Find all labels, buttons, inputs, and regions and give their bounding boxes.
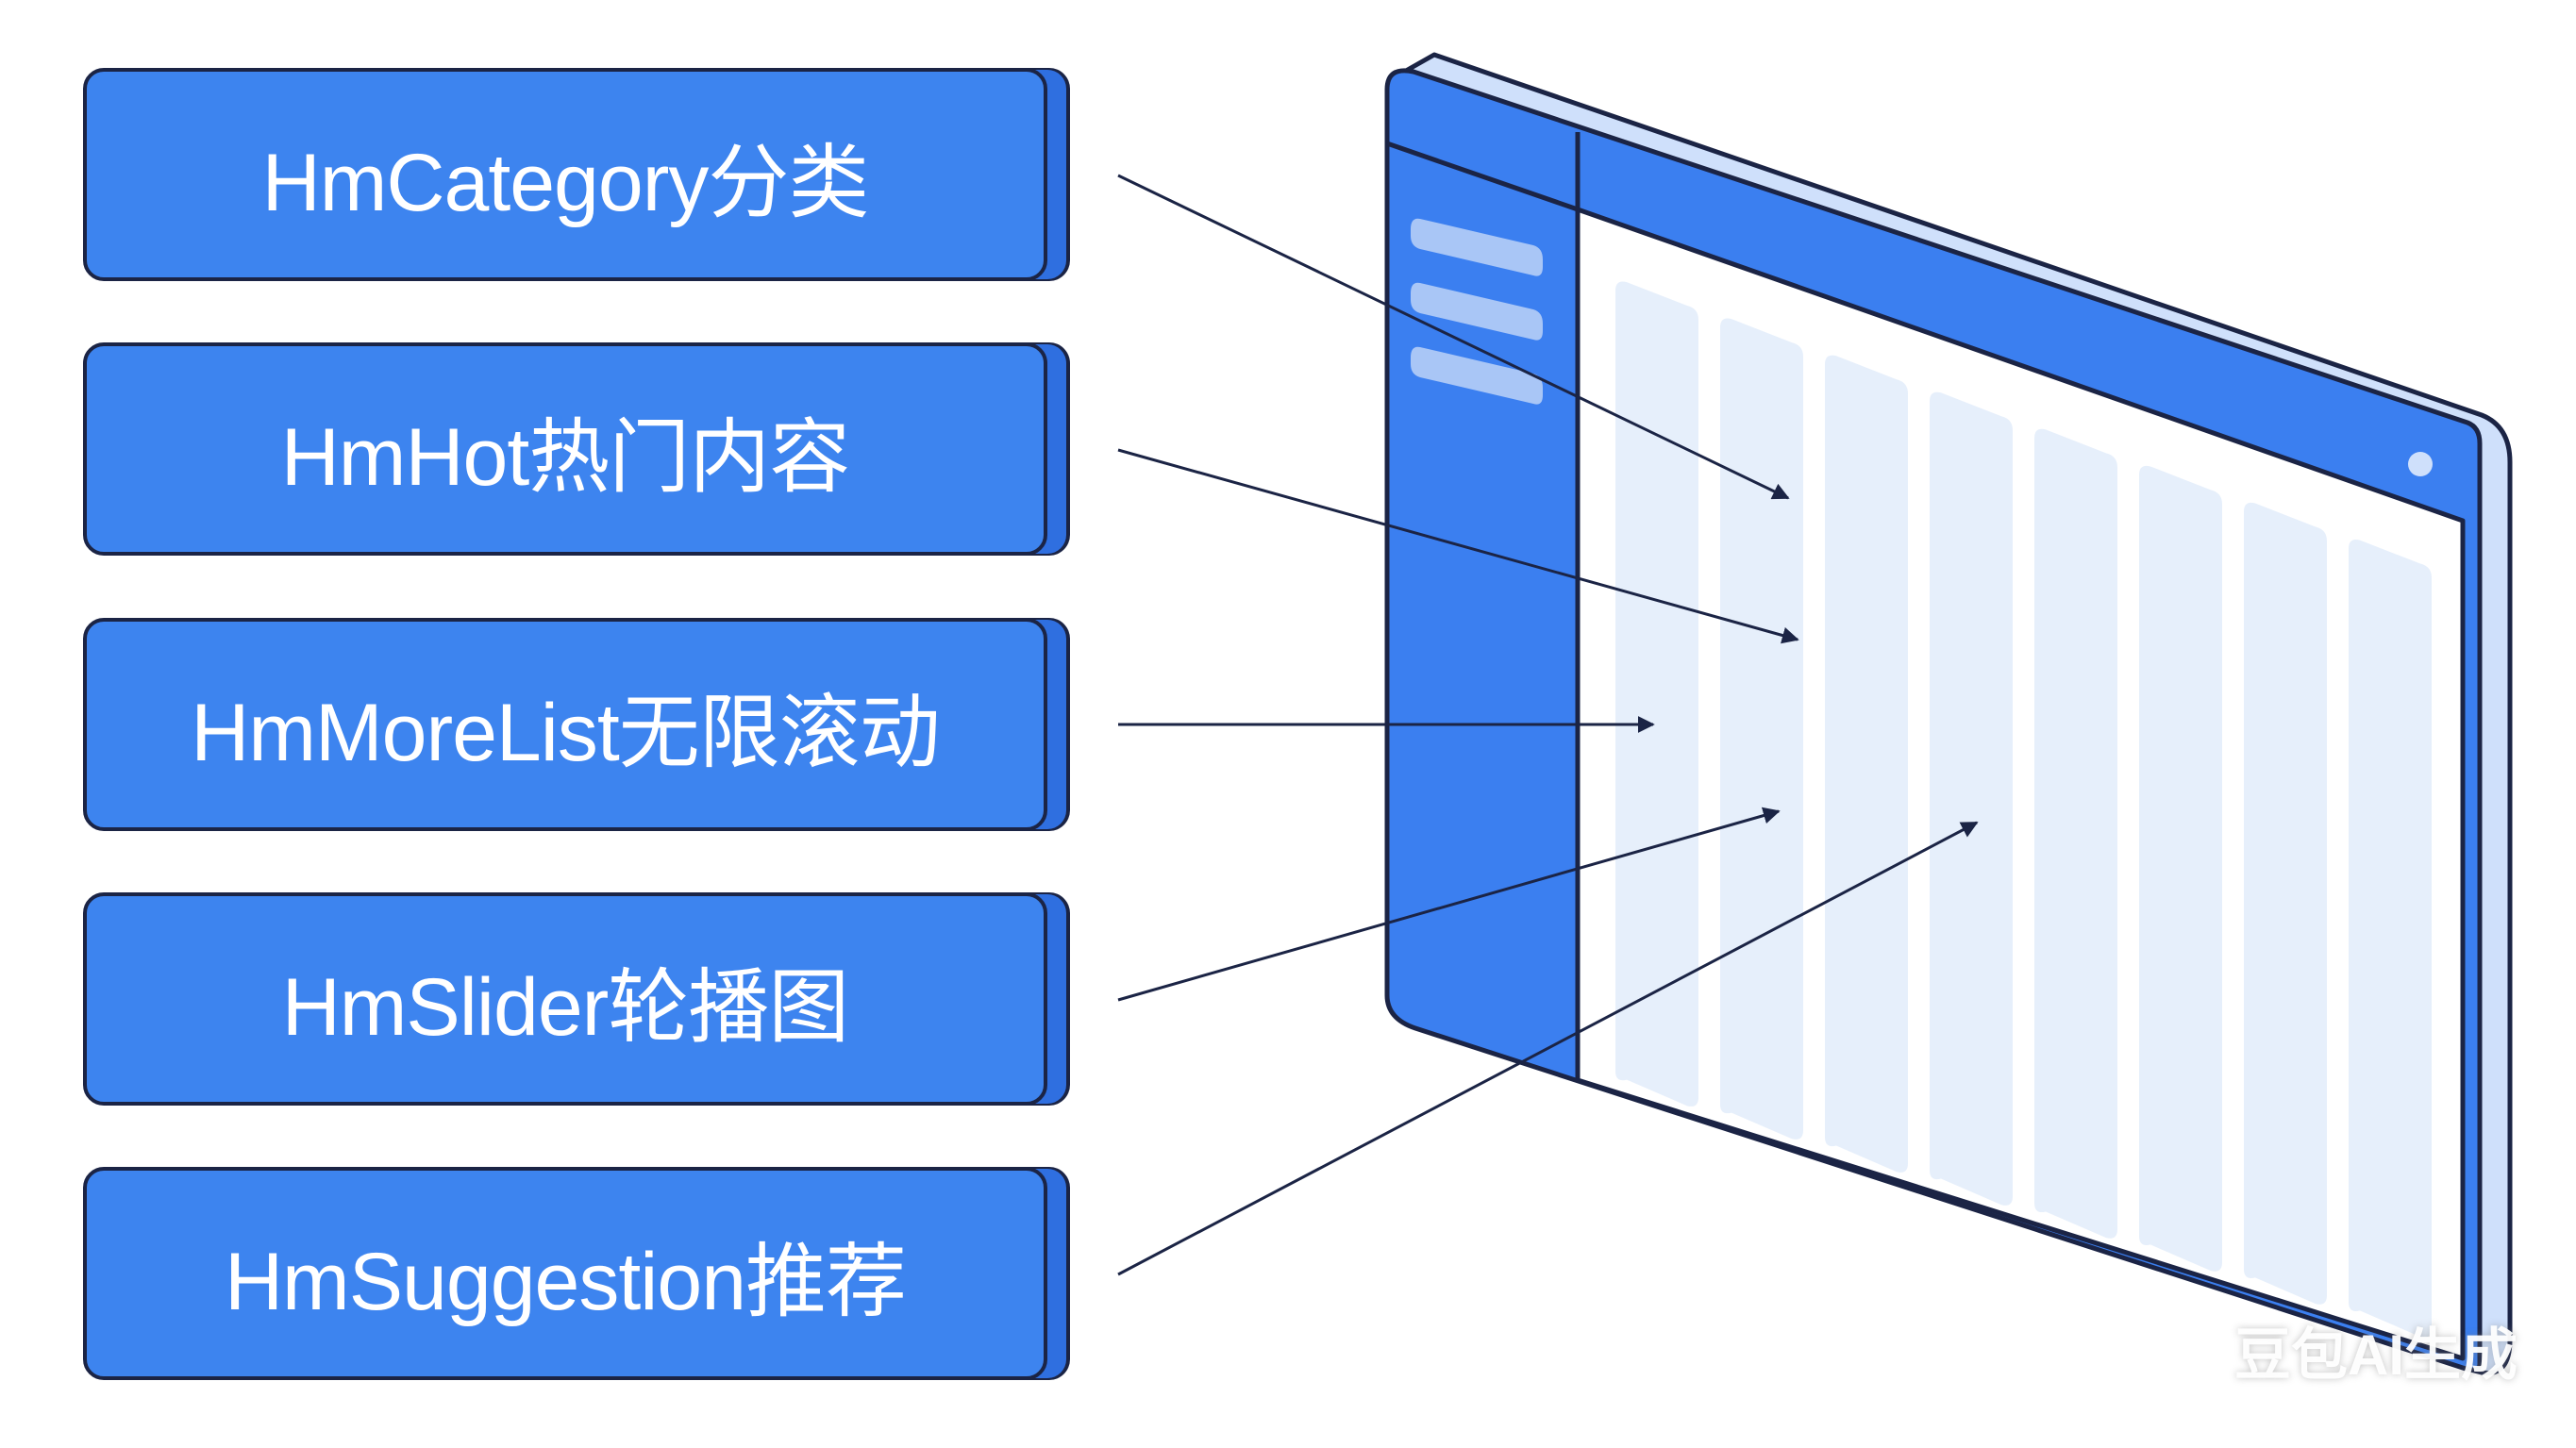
window-control-dot [2408, 452, 2433, 476]
component-box-morelist: HmMoreList无限滚动 [83, 618, 1047, 831]
sidebar-menu-bar [1411, 282, 1543, 341]
component-label: HmHot热门内容 [280, 411, 851, 503]
component-box-suggestion: HmSuggestion推荐 [83, 1167, 1047, 1380]
content-column [1615, 281, 1698, 1107]
content-column [2034, 428, 2117, 1239]
content-column [2244, 502, 2327, 1305]
sidebar-menu-bar [1411, 346, 1543, 405]
content-column [1720, 318, 1803, 1140]
component-box-slider: HmSlider轮播图 [83, 892, 1047, 1106]
component-label: HmMoreList无限滚动 [191, 687, 941, 778]
component-box-category: HmCategory分类 [83, 68, 1047, 281]
sidebar-menu-bar [1411, 218, 1543, 276]
watermark: 豆包AI生成 [2234, 1323, 2517, 1387]
content-column [1930, 391, 2013, 1206]
component-label: HmSuggestion推荐 [224, 1236, 907, 1327]
content-column [2349, 539, 2432, 1338]
arrow-category [1117, 174, 1790, 500]
arrow-slider [1117, 807, 1781, 1002]
component-label: HmSlider轮播图 [281, 961, 850, 1053]
title-bar-line [1386, 141, 1579, 212]
content-column [2139, 465, 2222, 1272]
component-label: HmCategory分类 [261, 137, 870, 228]
component-box-hot: HmHot热门内容 [83, 342, 1047, 556]
arrow-suggestion [1117, 821, 1979, 1276]
content-column [1825, 355, 1908, 1173]
arrow-hot [1117, 448, 1799, 644]
content-columns [1615, 281, 2432, 1338]
